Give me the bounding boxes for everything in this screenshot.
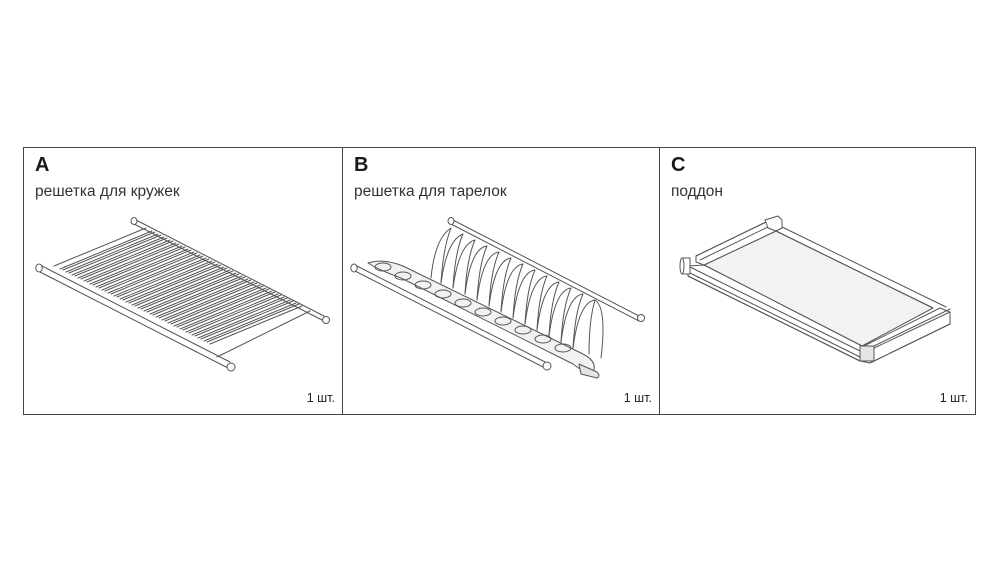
part-cell-c: C поддон [659, 148, 975, 414]
rack-slats [59, 230, 303, 345]
part-quantity: 1 шт. [306, 391, 335, 405]
part-cell-b: B решетка для тарелок [342, 148, 659, 414]
part-quantity: 1 шт. [623, 391, 652, 405]
plate-rack-drawing-icon [350, 217, 645, 379]
part-quantity: 1 шт. [939, 391, 968, 405]
part-name: решетка для тарелок [354, 183, 507, 200]
part-letter: A [35, 154, 50, 176]
part-name: поддон [671, 183, 723, 200]
part-letter: B [354, 154, 369, 176]
part-name: решетка для кружек [35, 183, 180, 200]
cup-rack-drawing-icon [35, 217, 330, 372]
part-letter: C [671, 154, 686, 176]
drip-tray-drawing-icon [679, 215, 951, 364]
plate-holders [430, 227, 604, 359]
part-cell-a: A решетка для кружек [24, 148, 342, 414]
parts-table: A решетка для кружек [23, 147, 976, 415]
